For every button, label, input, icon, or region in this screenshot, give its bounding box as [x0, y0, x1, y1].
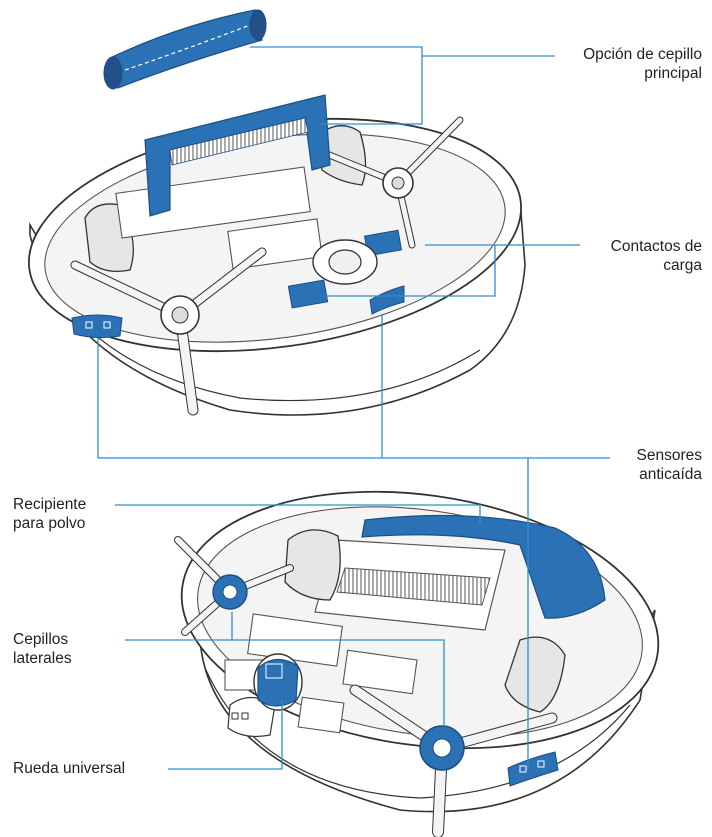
label-cliff-sensors-line2: anticaída: [639, 466, 702, 483]
top-robot: [28, 9, 526, 416]
label-side-brushes: Cepillos laterales: [13, 630, 72, 668]
label-dust-bin-line1: Recipiente: [13, 496, 87, 513]
label-universal-wheel-line1: Rueda universal: [13, 760, 126, 777]
label-dust-bin-line2: para polvo: [13, 515, 86, 532]
label-dust-bin: Recipiente para polvo: [13, 495, 86, 533]
label-charging-contacts: Contactos de carga: [611, 237, 702, 275]
label-side-brushes-line1: Cepillos: [13, 631, 69, 648]
label-main-brush: Opción de cepillo principal: [583, 45, 702, 83]
callout-lines: [97, 46, 610, 770]
label-charging-contacts-line1: Contactos de: [610, 238, 702, 255]
label-universal-wheel: Rueda universal: [13, 759, 125, 778]
bottom-robot: [174, 490, 660, 837]
label-main-brush-line2: principal: [644, 65, 702, 82]
label-main-brush-line1: Opción de cepillo: [583, 46, 702, 63]
label-side-brushes-line2: laterales: [13, 650, 72, 667]
label-cliff-sensors-line1: Sensores: [636, 447, 702, 464]
label-charging-contacts-line2: carga: [663, 257, 702, 274]
label-cliff-sensors: Sensores anticaída: [637, 446, 702, 484]
